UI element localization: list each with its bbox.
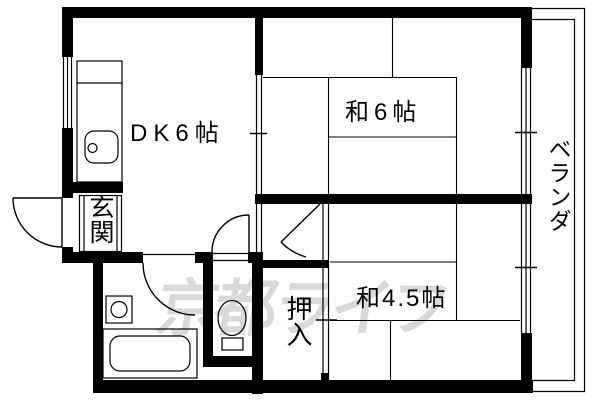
doors: [12, 197, 321, 316]
tatami-lines: [263, 18, 520, 380]
bathtub: [102, 328, 198, 379]
room-label-washitsu-4-5: 和4.5帖: [356, 285, 448, 312]
front-door-swing: [12, 197, 63, 248]
room-label-closet: 押入: [283, 295, 313, 347]
kitchen-sink: [84, 130, 119, 164]
bathroom-door-swing: [142, 262, 196, 316]
windows-and-sliders: [62, 57, 537, 377]
fixtures: [76, 60, 247, 379]
room-label-entrance: 玄関: [86, 194, 114, 244]
walls: [62, 7, 533, 394]
kitchen-counter: [76, 60, 123, 183]
toilet-door-swing: [211, 214, 250, 253]
room-door-swing: [280, 203, 321, 258]
room-label-washitsu-6: 和6帖: [345, 99, 422, 126]
washing-machine-pan: [105, 295, 133, 324]
room-label-dk: DK6帖: [130, 120, 225, 147]
room-label-veranda: ベランダ: [545, 137, 571, 233]
toilet: [217, 299, 247, 351]
veranda-railing: [532, 7, 586, 393]
entrance-step: [78, 194, 123, 253]
